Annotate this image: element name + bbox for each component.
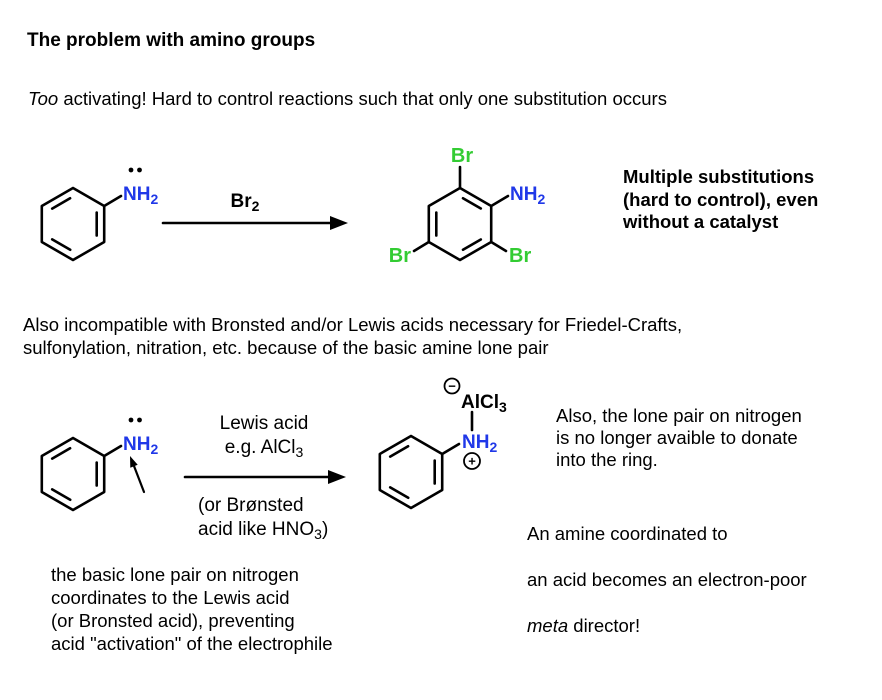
amine-label: NH2 bbox=[123, 184, 158, 207]
aniline-structure-1: NH2 bbox=[40, 167, 158, 262]
incompatibility-paragraph: Also incompatible with Bronsted and/or L… bbox=[23, 314, 683, 358]
minus-charge-icon: − bbox=[448, 379, 456, 394]
condition-bottom-line1: (or Brønsted bbox=[198, 495, 304, 516]
page-title: The problem with amino groups bbox=[27, 30, 316, 51]
meta-director-note: An amine coordinated to an acid becomes … bbox=[527, 499, 807, 660]
intro-emphasis: Too bbox=[28, 88, 59, 109]
coordination-explanation-note: the basic lone pair on nitrogen coordina… bbox=[51, 564, 333, 654]
meta-rest: director! bbox=[568, 615, 641, 636]
meta-director-line1: An amine coordinated to bbox=[527, 523, 728, 544]
alcl3-label: AlCl3 bbox=[461, 392, 507, 415]
multiple-substitution-note: Multiple substitutions (hard to control)… bbox=[623, 166, 819, 232]
tribromoaniline-structure: Br NH2 Br Br bbox=[389, 145, 546, 267]
c-br-bond-left bbox=[412, 240, 431, 253]
aniline-structure-2: NH2 bbox=[40, 417, 158, 512]
reaction-arrow-1: Br2 bbox=[161, 191, 348, 230]
benzene-ring bbox=[412, 165, 510, 262]
intro-line: Too activating! Hard to control reaction… bbox=[28, 88, 667, 110]
plus-charge-icon: + bbox=[468, 454, 476, 469]
meta-director-line2: an acid becomes an electron-poor bbox=[527, 569, 807, 590]
reaction-arrow-2: Lewis acid e.g. AlCl3 (or Brønsted acid … bbox=[183, 413, 346, 542]
amine-alcl3-complex-structure: − AlCl3 NH2 + bbox=[378, 377, 507, 510]
condition-bottom-line2: acid like HNO3) bbox=[198, 519, 328, 542]
lone-pair-unavailable-note: Also, the lone pair on nitrogen is no lo… bbox=[556, 405, 802, 470]
benzene-ring bbox=[40, 186, 123, 262]
lone-pair-dots bbox=[128, 417, 142, 423]
arrow-head bbox=[330, 216, 348, 230]
c-n-bond bbox=[102, 444, 123, 458]
reagent-label: Br2 bbox=[231, 191, 260, 214]
arrow-head bbox=[328, 470, 346, 484]
plus-charge-circle bbox=[463, 452, 481, 470]
c-br-bond-right bbox=[489, 240, 508, 253]
amine-label: NH2 bbox=[123, 434, 158, 457]
bromine-label-left: Br bbox=[389, 245, 411, 267]
minus-charge-circle bbox=[443, 377, 461, 395]
meta-italic: meta bbox=[527, 615, 569, 636]
amine-label: NH2 bbox=[462, 432, 497, 455]
intro-text: activating! Hard to control reactions su… bbox=[58, 88, 667, 109]
lone-pair-pointer-arrow bbox=[130, 456, 146, 494]
benzene-ring bbox=[378, 410, 474, 510]
condition-top-line1: Lewis acid bbox=[220, 413, 309, 434]
meta-director-line3: meta director! bbox=[527, 614, 807, 637]
lone-pair-dots bbox=[128, 167, 142, 173]
benzene-ring bbox=[40, 436, 123, 512]
condition-top-line2: e.g. AlCl3 bbox=[225, 437, 304, 460]
bromine-label-top: Br bbox=[451, 145, 473, 167]
amine-label: NH2 bbox=[510, 184, 545, 207]
c-n-bond bbox=[102, 194, 123, 208]
bromine-label-right: Br bbox=[509, 245, 531, 267]
c-n-bond bbox=[489, 194, 510, 208]
c-n-bond bbox=[440, 442, 461, 456]
